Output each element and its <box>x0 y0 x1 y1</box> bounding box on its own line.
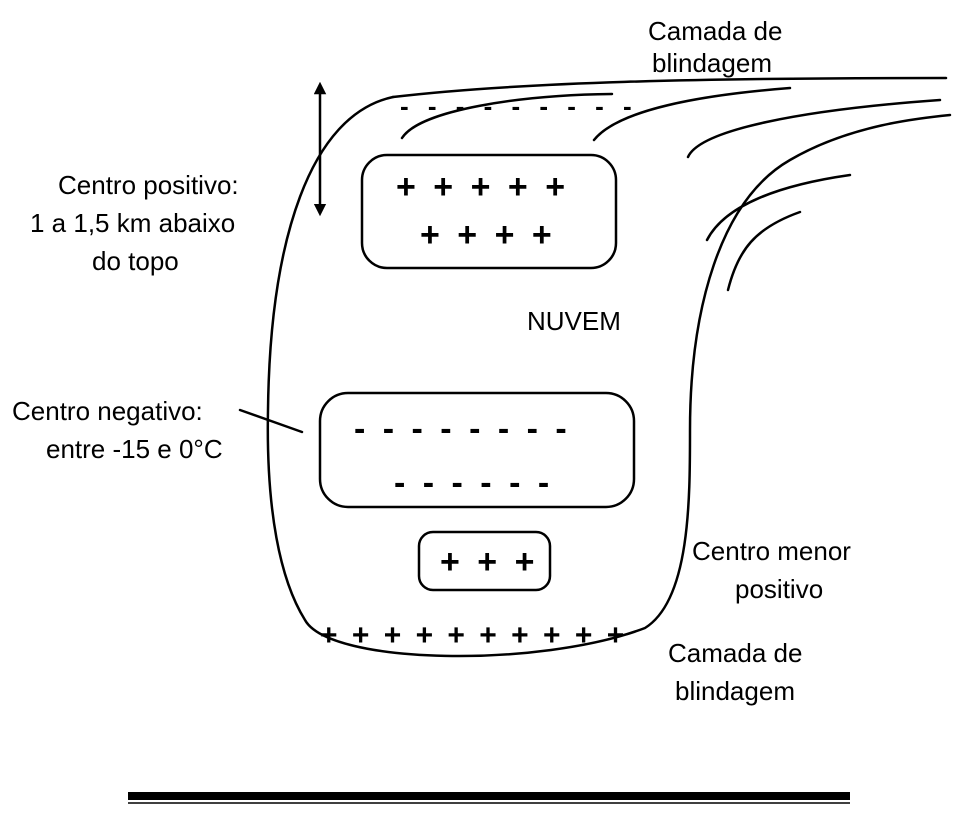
minor-positive-label-line-1: Centro menor <box>692 536 851 566</box>
negative-row-1: - - - - - - - - <box>354 410 571 448</box>
anvil-streak-1 <box>400 92 614 140</box>
bottom-positive-charges: + + + + + + + + + + <box>320 619 627 652</box>
upper-positive-row-1: + + + + + <box>396 168 569 206</box>
anvil-streak-2 <box>592 86 792 142</box>
minor-positive-label-line-2: positivo <box>735 574 823 604</box>
cloud-outline <box>266 95 952 658</box>
upper-positive-center-box <box>360 153 618 270</box>
negative-row-2: - - - - - - <box>394 464 553 502</box>
minor-positive-center-box <box>417 530 552 592</box>
positive-center-label-line-3: do topo <box>92 246 179 276</box>
negative-center-leader-line <box>238 408 304 434</box>
negative-center-box <box>318 391 636 509</box>
bottom-shield-label-line-2: blindagem <box>675 676 795 706</box>
anvil-streak-3 <box>686 98 942 159</box>
negative-center-label-line-1: Centro negativo: <box>12 396 203 426</box>
positive-center-label-line-1: Centro positivo: <box>58 170 239 200</box>
cloud-label: NUVEM <box>527 306 621 336</box>
minor-positive-charges: + + + <box>440 543 538 581</box>
anvil-streak-top <box>391 76 948 99</box>
upper-positive-row-2: + + + + <box>420 216 556 254</box>
top-negative-charges: - - - - - - - - - <box>400 91 638 121</box>
negative-center-label-line-2: entre -15 e 0°C <box>46 434 223 464</box>
bottom-shield-label-line-1: Camada de <box>668 638 802 668</box>
top-shield-label-line-2: blindagem <box>652 48 772 78</box>
anvil-streak-4 <box>705 173 852 242</box>
anvil-streak-5 <box>726 210 802 292</box>
positive-center-label-line-2: 1 a 1,5 km abaixo <box>30 208 235 238</box>
ground-bar <box>128 792 850 804</box>
top-shield-label-line-1: Camada de <box>648 16 782 46</box>
